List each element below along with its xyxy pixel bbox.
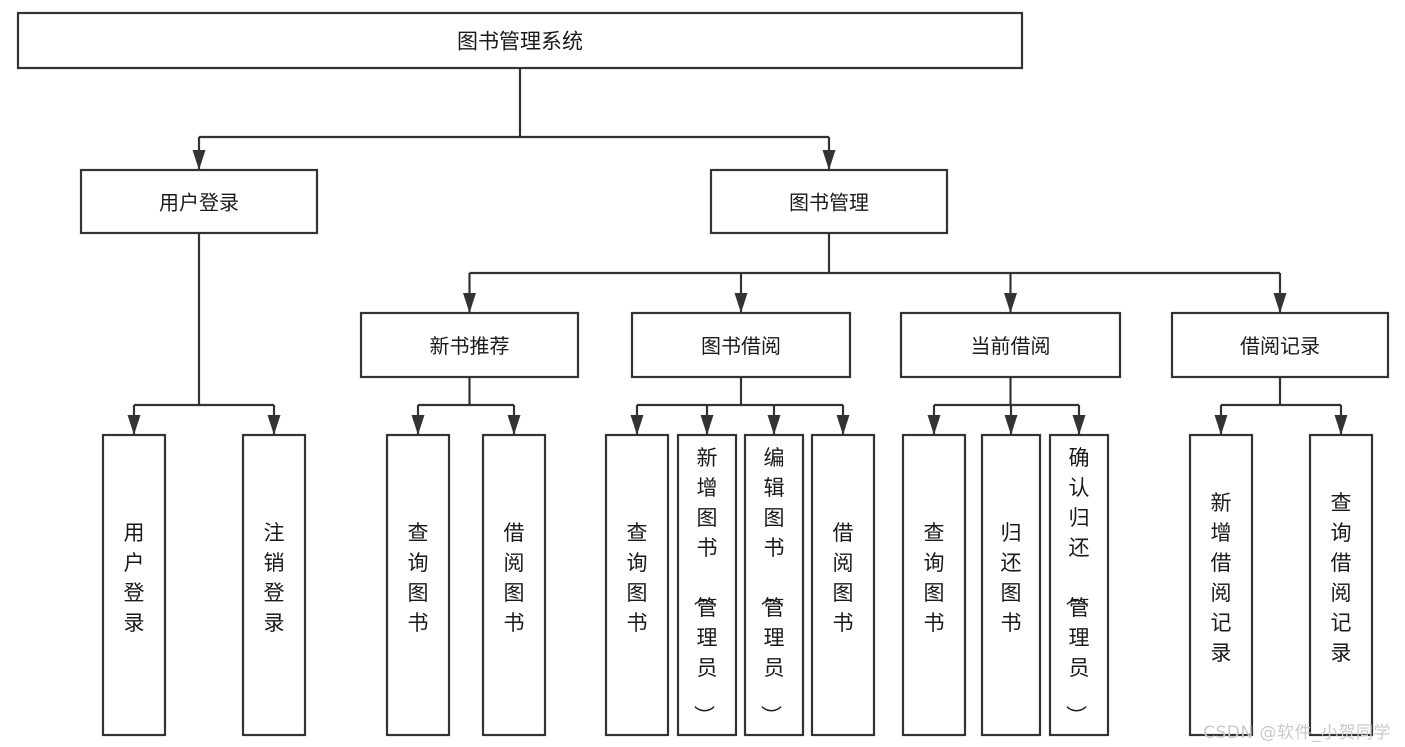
node-box[interactable]	[481, 433, 547, 737]
node-借阅图书[interactable]: 借阅图书	[810, 433, 876, 737]
node-图书管理系统[interactable]: 图书管理系统	[16, 11, 1024, 70]
node-box[interactable]	[1170, 311, 1390, 379]
node-图书管理[interactable]: 图书管理	[709, 168, 949, 235]
node-用户登录[interactable]: 用户登录	[101, 433, 167, 737]
node-label: 图书借阅	[701, 334, 781, 358]
node-label: 注销登录	[264, 521, 285, 635]
arrow-head-icon	[1004, 415, 1018, 435]
arrow-head-icon	[836, 415, 850, 435]
node-box[interactable]	[16, 11, 1024, 70]
node-box[interactable]	[1308, 433, 1374, 737]
node-label: 当前借阅	[971, 334, 1051, 358]
node-label: 借阅记录	[1240, 334, 1320, 358]
arrow-head-icon	[267, 415, 281, 435]
connector-group-newbook	[411, 377, 521, 435]
arrow-head-icon	[700, 415, 714, 435]
node-编辑图书管理员[interactable]: 编辑图书（管理员）	[743, 433, 805, 737]
node-box[interactable]	[385, 433, 451, 737]
arrow-head-icon	[630, 415, 644, 435]
arrow-head-icon	[411, 415, 425, 435]
node-注销登录[interactable]: 注销登录	[241, 433, 307, 737]
arrow-head-icon	[767, 415, 781, 435]
node-box[interactable]	[743, 433, 805, 737]
node-label: 用户登录	[124, 521, 145, 635]
node-图书借阅[interactable]: 图书借阅	[630, 311, 852, 379]
arrow-head-icon	[822, 150, 836, 170]
arrow-head-icon	[127, 415, 141, 435]
connector-group-current	[927, 377, 1086, 435]
node-label: 查询图书	[627, 521, 648, 635]
arrow-head-icon	[1334, 415, 1348, 435]
node-box[interactable]	[604, 433, 670, 737]
arrow-head-icon	[1004, 293, 1017, 313]
node-box[interactable]	[630, 311, 852, 379]
node-归还图书[interactable]: 归还图书	[980, 433, 1042, 737]
arrow-head-icon	[1273, 293, 1287, 313]
arrow-head-icon	[507, 415, 521, 435]
arrow-head-icon	[463, 293, 476, 313]
node-label: 借阅图书	[504, 521, 525, 635]
node-box[interactable]	[810, 433, 876, 737]
arrow-head-icon	[1214, 415, 1228, 435]
node-借阅图书[interactable]: 借阅图书	[481, 433, 547, 737]
node-查询借阅记录[interactable]: 查询借阅记录	[1308, 433, 1374, 737]
node-确认归还管理员[interactable]: 确认归还（管理员）	[1048, 433, 1110, 737]
arrow-head-icon	[192, 150, 206, 170]
node-label: 编辑图书（管理员）	[759, 446, 785, 726]
node-box[interactable]	[1188, 433, 1254, 737]
node-label: 新增图书（管理员）	[692, 446, 718, 726]
arrow-head-icon	[734, 293, 748, 313]
node-label: 新书推荐	[430, 334, 510, 358]
node-label: 新增借阅记录	[1211, 491, 1232, 665]
node-新增图书管理员[interactable]: 新增图书（管理员）	[676, 433, 738, 737]
node-查询图书[interactable]: 查询图书	[604, 433, 670, 737]
node-label: 查询图书	[408, 521, 429, 635]
node-box[interactable]	[1048, 433, 1110, 737]
connectors-layer	[127, 68, 1348, 435]
nodes-layer: 图书管理系统用户登录图书管理新书推荐图书借阅当前借阅借阅记录用户登录注销登录查询…	[16, 11, 1390, 737]
node-box[interactable]	[241, 433, 307, 737]
node-新增借阅记录[interactable]: 新增借阅记录	[1188, 433, 1254, 737]
connector-group-bookmgmt	[463, 233, 1287, 313]
node-box[interactable]	[901, 433, 967, 737]
node-新书推荐[interactable]: 新书推荐	[359, 311, 580, 379]
node-查询图书[interactable]: 查询图书	[385, 433, 451, 737]
arrow-head-icon	[1072, 415, 1086, 435]
node-label: 归还图书	[1001, 521, 1022, 635]
node-label: 图书管理	[789, 191, 869, 215]
node-label: 确认归还（管理员）	[1064, 446, 1090, 726]
node-label: 用户登录	[159, 191, 239, 215]
node-label: 查询借阅记录	[1331, 491, 1352, 665]
node-box[interactable]	[899, 311, 1122, 379]
connector-group-records	[1214, 377, 1348, 435]
node-label: 借阅图书	[833, 521, 854, 635]
node-查询图书[interactable]: 查询图书	[901, 433, 967, 737]
connector-group-login	[127, 233, 281, 435]
connector-group-borrow	[630, 377, 850, 435]
connector-group-root	[192, 68, 836, 170]
node-box[interactable]	[79, 168, 319, 235]
node-借阅记录[interactable]: 借阅记录	[1170, 311, 1390, 379]
node-label: 查询图书	[924, 521, 945, 635]
node-box[interactable]	[980, 433, 1042, 737]
node-box[interactable]	[676, 433, 738, 737]
node-用户登录[interactable]: 用户登录	[79, 168, 319, 235]
node-box[interactable]	[359, 311, 580, 379]
arrow-head-icon	[927, 415, 941, 435]
node-box[interactable]	[101, 433, 167, 737]
node-当前借阅[interactable]: 当前借阅	[899, 311, 1122, 379]
node-box[interactable]	[709, 168, 949, 235]
node-label: 图书管理系统	[457, 30, 583, 54]
